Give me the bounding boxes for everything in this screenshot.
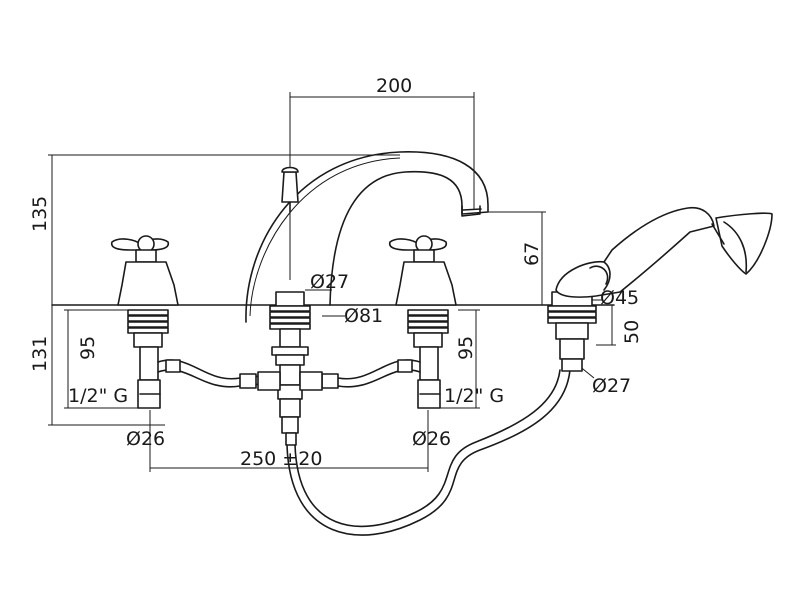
left-tap xyxy=(110,235,179,409)
shower-hose xyxy=(286,369,571,536)
holder-height-dimension: 50 xyxy=(621,320,643,344)
spout-body xyxy=(269,291,311,446)
shower-handset xyxy=(555,206,773,298)
centres-dimension: 250 ±20 xyxy=(240,448,322,470)
below-deck-dimension: 131 xyxy=(29,336,51,372)
height-dimension: 135 xyxy=(29,196,51,232)
right-thread-label: 1/2" G xyxy=(444,385,504,407)
right-shank-diameter-label: Ø26 xyxy=(412,428,451,450)
reach-dimension: 200 xyxy=(376,75,412,97)
left-shank-diameter-label: Ø26 xyxy=(126,428,165,450)
right-shank-dimension: 95 xyxy=(455,336,477,360)
connecting-hoses xyxy=(157,359,421,391)
shower-shank-diameter-label: Ø27 xyxy=(592,375,631,397)
spout-diameter-label: Ø27 xyxy=(310,271,349,293)
popup-knob xyxy=(281,166,299,213)
dimension-labels: 200 135 131 95 95 67 Ø27 Ø81 1/2" G 1/2"… xyxy=(29,75,643,470)
holder-diameter-label: Ø45 xyxy=(600,287,639,309)
left-thread-label: 1/2" G xyxy=(68,385,128,407)
left-shank-dimension: 95 xyxy=(77,336,99,360)
right-tap xyxy=(388,235,457,409)
spout-base-diameter-label: Ø81 xyxy=(344,305,383,327)
shower-holder xyxy=(547,291,597,372)
outlet-height-dimension: 67 xyxy=(521,242,543,266)
